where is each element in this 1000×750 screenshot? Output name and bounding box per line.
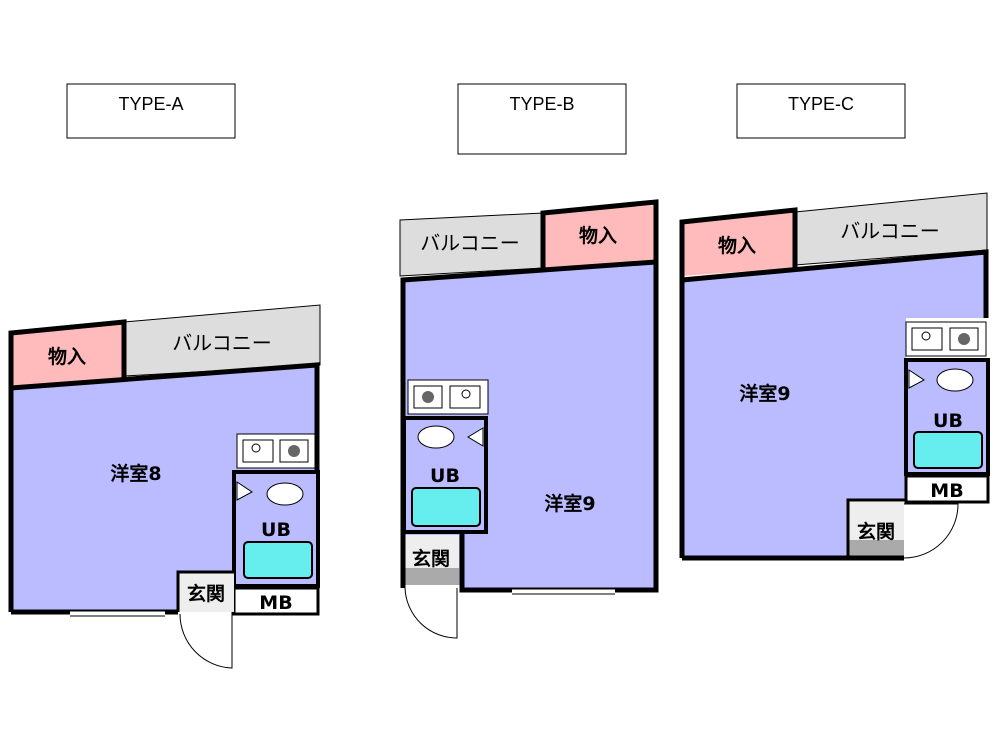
type-c-door-swing — [903, 503, 959, 559]
type-b-room-label: 洋室9 — [544, 492, 595, 515]
type-a-toilet-icon — [266, 482, 304, 506]
type-c-balcony-label: バルコニー — [840, 219, 940, 243]
type-b-title: TYPE-B — [509, 94, 574, 114]
type-b-sink-icon — [449, 385, 481, 409]
type-a-title: TYPE-A — [118, 94, 183, 114]
type-a-door-swing — [179, 612, 233, 669]
type-b-title-box — [457, 83, 627, 155]
type-a-room-label: 洋室8 — [110, 462, 161, 485]
type-c-meter-label: MB — [930, 480, 963, 502]
type-c-entrance-step — [848, 540, 904, 558]
type-a-sink-bath-icon — [236, 481, 253, 501]
type-b-bathtub — [411, 487, 481, 527]
type-a-wall-left — [8, 319, 127, 612]
type-c-room — [682, 252, 986, 558]
type-a-entrance — [178, 572, 234, 612]
type-c-toilet-icon — [936, 368, 974, 392]
plan-type-b: TYPE-B バルコニー 物入 洋室9 UB 玄関 — [399, 83, 659, 639]
type-a-entrance-label: 玄関 — [187, 582, 225, 605]
type-c-entrance-label: 玄関 — [857, 520, 895, 543]
plan-type-a: TYPE-A バルコニー 物入 洋室8 UB MB 玄関 — [8, 83, 321, 669]
type-b-balcony-label: バルコニー — [420, 231, 520, 255]
type-a-burner-icon — [288, 445, 300, 457]
type-c-title-box — [736, 83, 906, 139]
type-b-bath-label: UB — [430, 465, 460, 487]
type-c-storage-label: 物入 — [718, 234, 756, 257]
type-b-storage-label: 物入 — [579, 224, 617, 247]
type-a-balcony-label: バルコニー — [172, 331, 272, 355]
type-b-door-swing — [404, 587, 458, 639]
type-c-sink-icon — [911, 327, 943, 351]
type-c-bathtub — [913, 431, 983, 469]
type-a-storage — [11, 322, 124, 388]
type-b-sink-bath-icon — [467, 427, 484, 447]
type-b-storage — [543, 205, 656, 268]
type-a-wall-entrance — [176, 570, 234, 612]
type-c-burner-icon — [958, 333, 970, 345]
type-a-room — [11, 365, 317, 612]
type-a-title-box — [66, 83, 236, 139]
type-b-faucet-icon — [461, 389, 471, 399]
type-c-title: TYPE-C — [788, 94, 854, 114]
plan-type-c: TYPE-C バルコニー 物入 洋室9 UB MB 玄関 — [679, 83, 990, 561]
type-c-bath-label: UB — [933, 410, 963, 432]
type-b-burner-icon — [422, 391, 434, 403]
type-a-meter-box — [232, 586, 320, 616]
type-c-meter-box — [904, 474, 990, 504]
type-a-bath-label: UB — [261, 519, 291, 541]
type-c-wall-entrance — [846, 498, 906, 558]
type-c-faucet-icon — [921, 331, 931, 341]
type-a-storage-label: 物入 — [48, 345, 86, 368]
type-b-toilet-icon — [417, 425, 455, 449]
type-c-room-label: 洋室9 — [739, 382, 790, 405]
type-c-storage — [682, 212, 795, 276]
type-a-faucet-icon — [251, 443, 261, 453]
type-b-entrance-step — [403, 568, 459, 585]
type-c-wall-left — [679, 207, 798, 558]
type-a-bathtub — [243, 541, 313, 579]
type-c-sink-bath-icon — [908, 369, 925, 389]
type-a-meter-label: MB — [259, 592, 292, 614]
type-a-wall-top — [10, 362, 320, 472]
type-b-wall-top — [400, 259, 657, 588]
type-c-wall-top — [681, 249, 989, 318]
type-b-wall-right — [459, 199, 659, 593]
type-a-sink-icon — [242, 439, 274, 463]
type-b-entrance-label: 玄関 — [412, 547, 450, 570]
